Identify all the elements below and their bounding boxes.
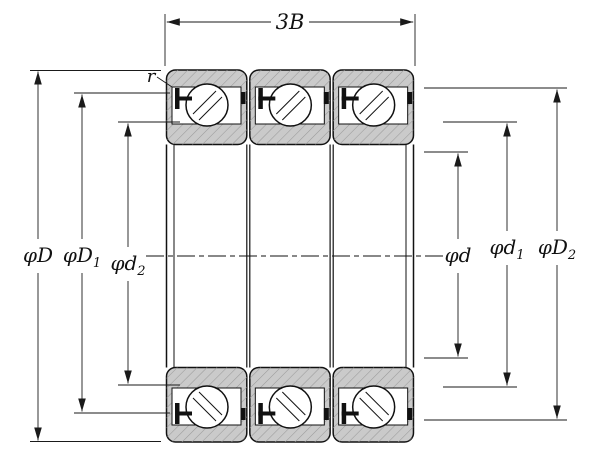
dimension-3B: 3B (164, 10, 416, 66)
label-phi-d1: φd1 (489, 235, 524, 263)
dimension-r: r (147, 66, 173, 88)
label-phi-d2: φd2 (110, 251, 145, 279)
label-3B: 3B (276, 10, 305, 34)
dimension-phi-D2: φD2 (424, 87, 576, 421)
bearing-bottom-row (165, 366, 415, 443)
bearing-unit-top-2 (249, 69, 331, 146)
dimension-phi-d1: φd1 (443, 121, 525, 388)
label-r: r (147, 66, 157, 87)
dimension-phi-d: φd (424, 151, 472, 359)
bearing-unit-bottom-3 (332, 366, 415, 443)
bearing-top-row (165, 69, 415, 146)
bearing-unit-top-3 (332, 69, 415, 146)
bearing-unit-bottom-2 (249, 366, 331, 443)
label-phi-D2: φD2 (538, 235, 576, 263)
leader-line (156, 76, 173, 88)
label-phi-d: φd (445, 243, 472, 267)
bearing-unit-top-1 (165, 69, 248, 146)
bearing-unit-bottom-1 (165, 366, 248, 443)
dimension-phi-D1: φD1 (63, 92, 170, 414)
label-phi-D: φD (23, 243, 53, 267)
dimension-phi-d2: φd2 (110, 121, 180, 386)
label-phi-D1: φD1 (63, 243, 101, 271)
dimension-phi-D: φD (23, 70, 161, 442)
